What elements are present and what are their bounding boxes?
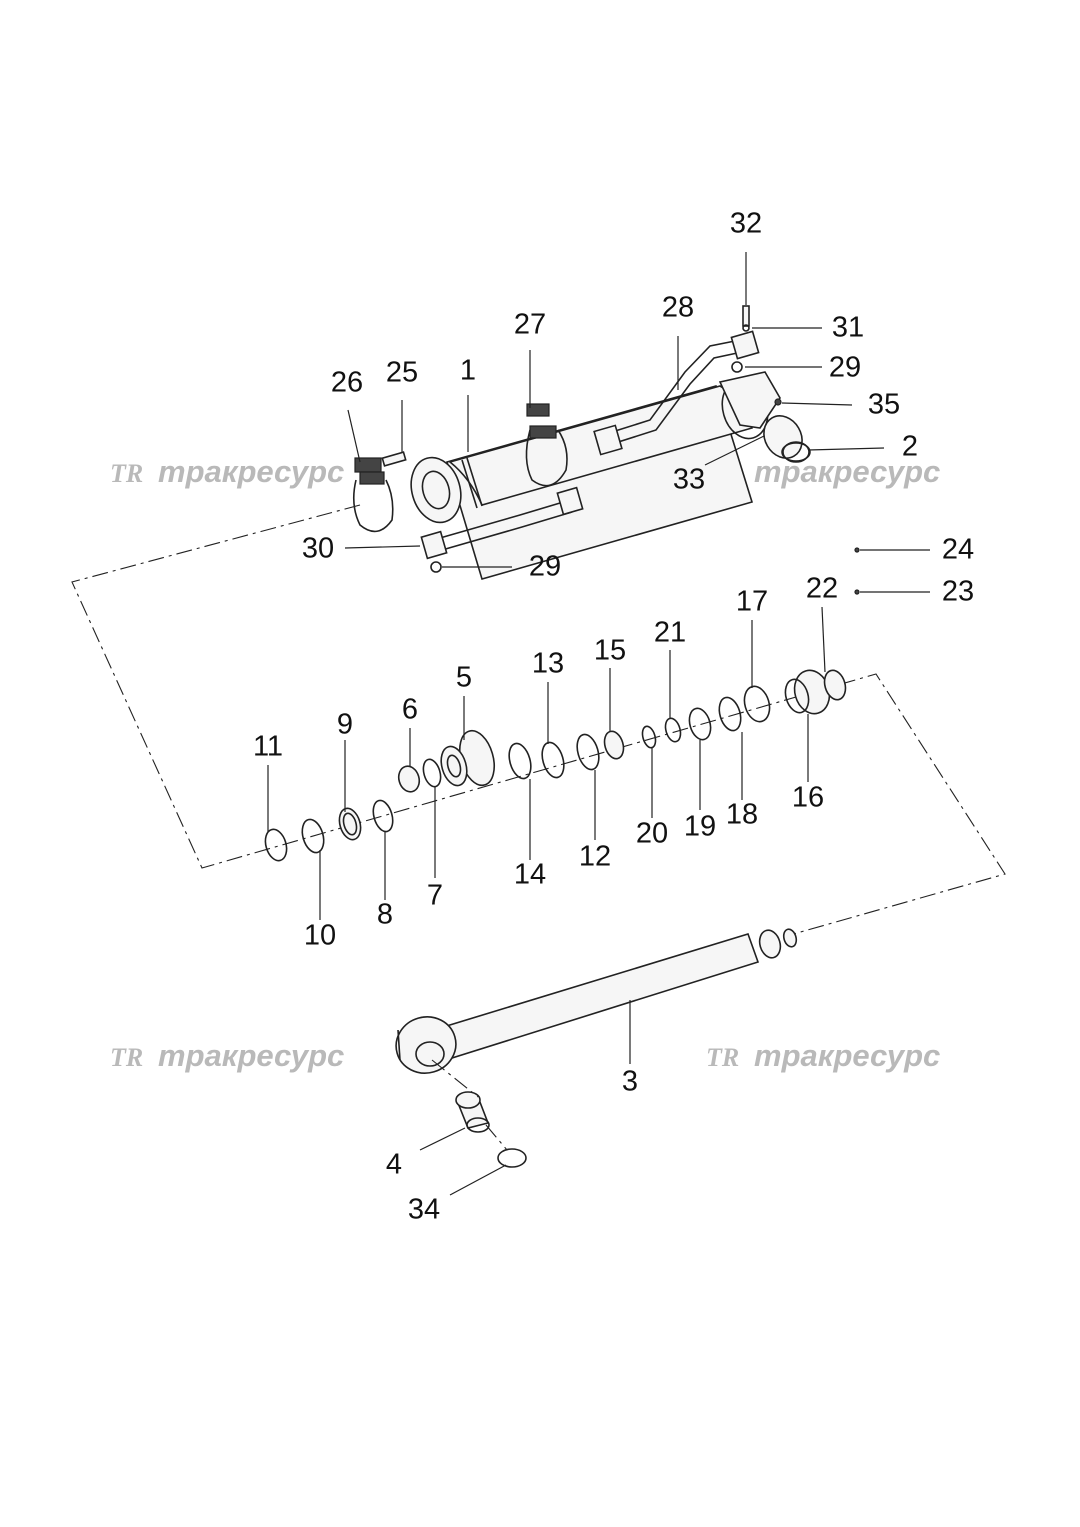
pipe-30: [420, 486, 584, 560]
label-8: 8: [377, 899, 393, 931]
label-1: 1: [460, 355, 476, 387]
label-30: 30: [302, 533, 334, 565]
label-32: 32: [730, 208, 762, 240]
label-15: 15: [594, 635, 626, 667]
svg-text:TR: TR: [110, 1043, 143, 1072]
o-ring-29-bottom: [430, 561, 442, 573]
label-17: 17: [736, 586, 768, 618]
label-29-bottom: 29: [529, 551, 561, 583]
part-23-dot: [854, 589, 860, 595]
svg-text:тракресурс: тракресурс: [158, 1038, 344, 1073]
part-24-dot: [854, 547, 860, 553]
label-11: 11: [253, 731, 283, 763]
watermark-top-left: TR тракресурс: [110, 454, 344, 489]
label-35: 35: [868, 389, 900, 421]
svg-text:тракресурс: тракресурс: [158, 454, 344, 489]
ring-34: [497, 1148, 527, 1168]
label-10: 10: [304, 920, 336, 952]
bushing-4: [455, 1091, 490, 1133]
piston-rod: [395, 928, 798, 1074]
cylinder-tube: [410, 378, 769, 580]
screw-32: [742, 305, 750, 332]
label-23: 23: [942, 576, 974, 608]
clamp-right: [525, 403, 568, 487]
label-33: 33: [673, 464, 705, 496]
label-22: 22: [806, 573, 838, 605]
label-3: 3: [622, 1066, 638, 1098]
bolt-25: [381, 451, 407, 467]
svg-text:TR: TR: [110, 459, 143, 488]
label-9: 9: [337, 709, 353, 741]
svg-text:тракресурс: тракресурс: [754, 1038, 940, 1073]
label-5: 5: [456, 662, 472, 694]
ring-2: [781, 442, 811, 462]
label-27: 27: [514, 309, 546, 341]
label-19: 19: [684, 811, 716, 843]
watermark-top-right: TR тракресурс: [706, 454, 940, 489]
label-13: 13: [532, 648, 564, 680]
label-12: 12: [579, 841, 611, 873]
label-6: 6: [402, 694, 418, 726]
label-31: 31: [832, 312, 864, 344]
label-7: 7: [427, 880, 443, 912]
label-21: 21: [654, 617, 686, 649]
label-2: 2: [902, 431, 918, 463]
label-16: 16: [792, 782, 824, 814]
label-18: 18: [726, 799, 758, 831]
seal-set: [264, 669, 847, 862]
leader-lines: [267, 252, 930, 1196]
watermark-bottom-right: TR тракресурс: [706, 1038, 940, 1073]
watermark-bottom-left: TR тракресурс: [110, 1038, 344, 1073]
label-28: 28: [662, 292, 694, 324]
label-4: 4: [386, 1149, 402, 1181]
label-14: 14: [514, 859, 546, 891]
part-labels: 1 2 3 4 5 6 7 8 9 10 11 12 13 14 15 16 1…: [253, 208, 974, 1226]
label-25: 25: [386, 357, 418, 389]
label-24: 24: [942, 534, 974, 566]
pipe-28: [593, 330, 760, 456]
svg-text:TR: TR: [706, 1043, 739, 1072]
tube-head-fitting: [718, 371, 810, 463]
clamp-left: [352, 457, 394, 533]
label-34: 34: [408, 1194, 440, 1226]
svg-text:тракресурс: тракресурс: [754, 454, 940, 489]
assembly-axis-lines: [71, 504, 1006, 936]
label-29-top: 29: [829, 352, 861, 384]
label-26: 26: [331, 367, 363, 399]
o-ring-29-top: [731, 361, 743, 373]
label-20: 20: [636, 818, 668, 850]
